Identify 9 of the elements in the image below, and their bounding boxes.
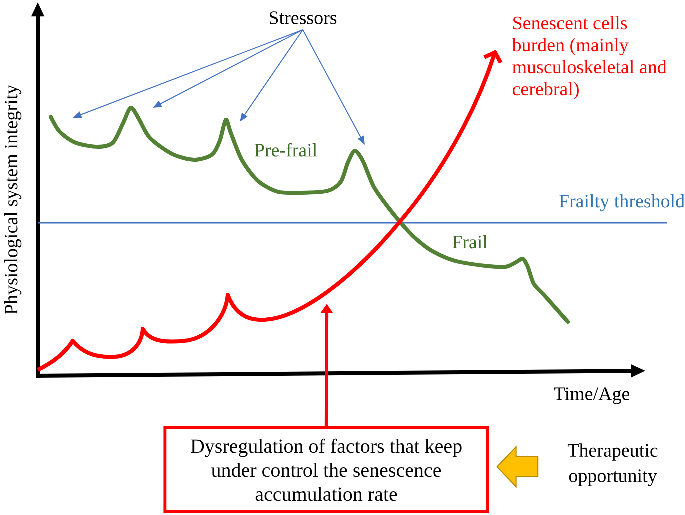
text-box: Dysregulation of factors that keep under control the senescence accumulation rate [164, 426, 490, 514]
axis-label: Time/Age [554, 388, 630, 404]
region-label: Pre-frail [254, 143, 318, 157]
axis-label: Physiological system integrity [4, 85, 22, 314]
callout-label: Stressors [270, 12, 337, 24]
line-label: Frailty threshold [559, 194, 685, 212]
curve-label: Senescent cells burden (mainly musculoskeletal and cerebral) [512, 16, 667, 100]
annotation-label: Therapeutic opportunity [568, 444, 658, 486]
region-label: Frail [452, 235, 488, 249]
